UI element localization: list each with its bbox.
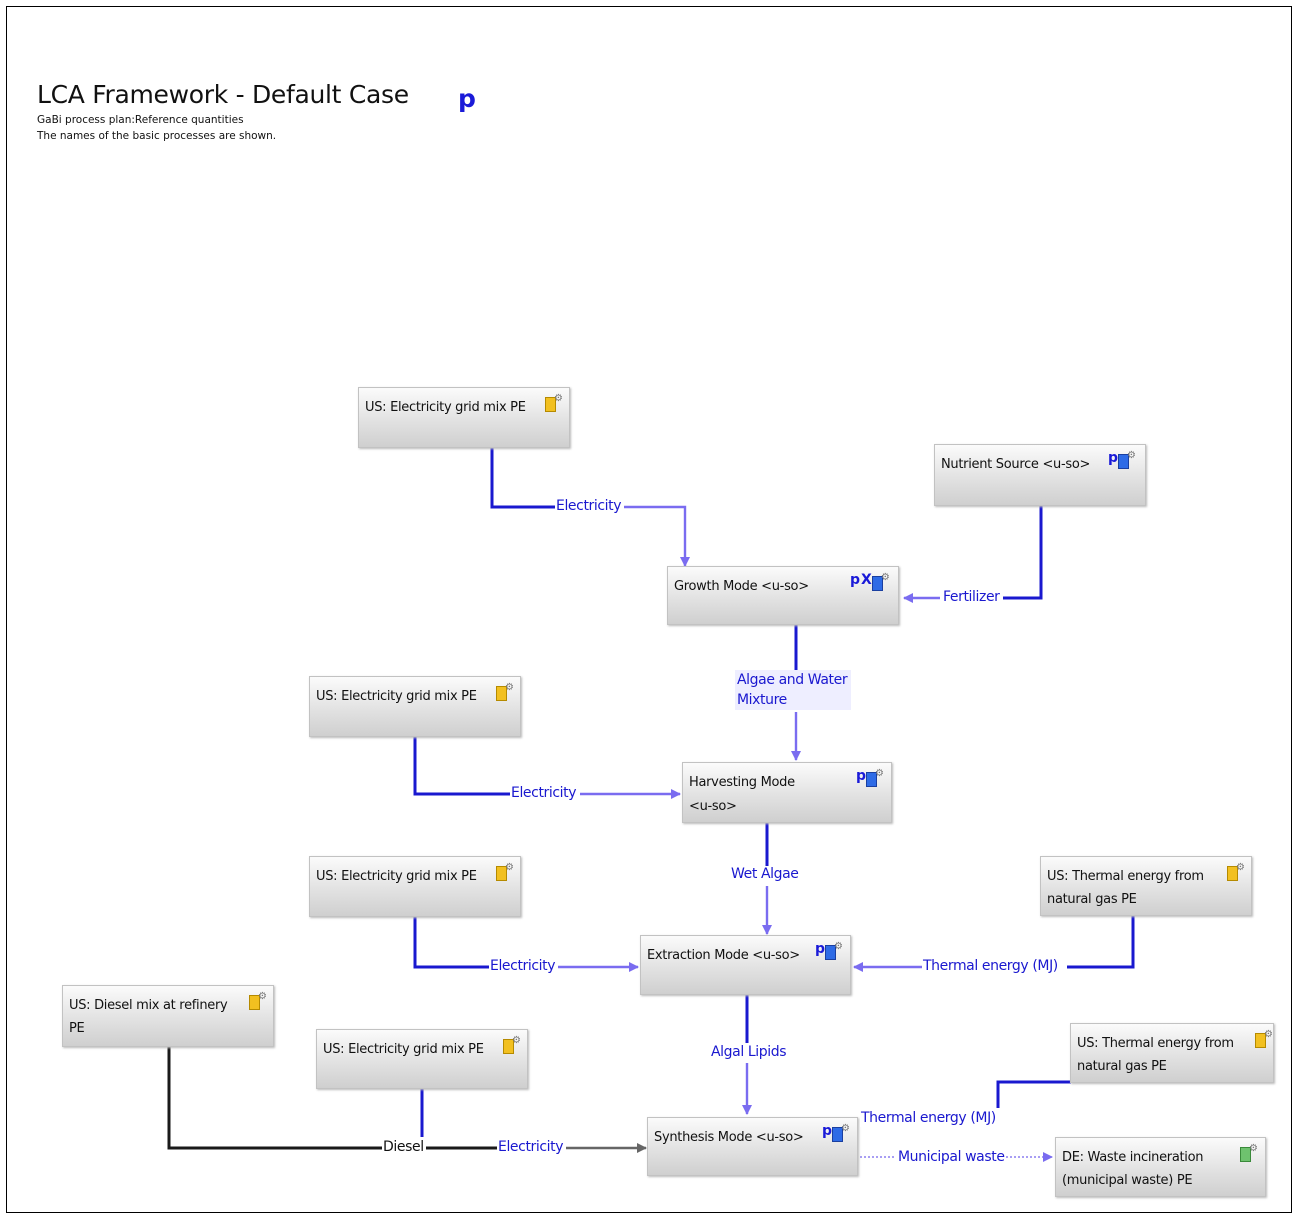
flow-label-wet-algae[interactable]: Wet Algae [730, 866, 800, 883]
process-thermal-energy-2[interactable]: US: Thermal energy from natural gas PE ⚙ [1070, 1023, 1274, 1083]
flow-label-electricity-1[interactable]: Electricity [555, 498, 623, 515]
process-waste-incineration[interactable]: DE: Waste incineration (municipal waste)… [1055, 1137, 1266, 1197]
process-label: US: Thermal energy from natural gas PE [1047, 869, 1204, 907]
flow-label-electricity-4[interactable]: Electricity [497, 1139, 565, 1156]
process-electricity-grid-3[interactable]: US: Electricity grid mix PE ⚙ [309, 856, 521, 917]
process-gear-icon: ⚙ [545, 394, 563, 412]
plan-gear-icon: p⚙ [1108, 451, 1136, 469]
flow-label-algal-lipids[interactable]: Algal Lipids [710, 1044, 788, 1061]
process-diesel-mix[interactable]: US: Diesel mix at refinery PE ⚙ [62, 985, 274, 1047]
process-synthesis-mode[interactable]: Synthesis Mode <u-so> p⚙ [647, 1117, 858, 1176]
process-electricity-grid-2[interactable]: US: Electricity grid mix PE ⚙ [309, 676, 521, 737]
process-label: US: Diesel mix at refinery PE [69, 998, 228, 1036]
diagram-frame [6, 6, 1292, 1213]
flow-label-thermal-energy-2[interactable]: Thermal energy (MJ) [860, 1110, 997, 1127]
process-gear-icon: ⚙ [1240, 1144, 1258, 1162]
process-label: US: Electricity grid mix PE [365, 400, 526, 415]
plan-gear-icon: p⚙ [815, 942, 843, 960]
process-electricity-grid-4[interactable]: US: Electricity grid mix PE ⚙ [316, 1029, 528, 1089]
connector-electricity-2-source [413, 737, 510, 796]
connector-thermal-1-source [1067, 916, 1135, 969]
plan-gear-icon: p⚙ [856, 769, 884, 787]
process-label: US: Electricity grid mix PE [323, 1042, 484, 1057]
flow-label-diesel[interactable]: Diesel [382, 1139, 425, 1156]
process-extraction-mode[interactable]: Extraction Mode <u-so> p⚙ [640, 935, 851, 995]
process-gear-icon: ⚙ [1227, 863, 1245, 881]
flow-label-electricity-3[interactable]: Electricity [489, 958, 557, 975]
connector-diesel-source [167, 1047, 382, 1150]
process-gear-icon: ⚙ [1255, 1030, 1273, 1048]
subtitle-names: The names of the basic processes are sho… [37, 130, 277, 142]
connector-electricity-3-source [413, 917, 490, 969]
process-gear-icon: ⚙ [249, 992, 267, 1010]
process-electricity-grid-1[interactable]: US: Electricity grid mix PE ⚙ [358, 387, 570, 448]
process-label: DE: Waste incineration (municipal waste)… [1062, 1150, 1204, 1188]
process-thermal-energy-1[interactable]: US: Thermal energy from natural gas PE ⚙ [1040, 856, 1252, 916]
process-gear-icon: ⚙ [496, 863, 514, 881]
process-nutrient-source[interactable]: Nutrient Source <u-so> p⚙ [934, 444, 1146, 506]
connector-fertilizer-source [1003, 506, 1043, 600]
flow-label-thermal-energy-1[interactable]: Thermal energy (MJ) [922, 958, 1059, 975]
process-label: Synthesis Mode <u-so> [654, 1130, 804, 1145]
flow-label-algae-water[interactable]: Algae and Water Mixture [735, 670, 852, 710]
flow-label-municipal-waste[interactable]: Municipal waste [897, 1149, 1006, 1166]
process-label: US: Thermal energy from natural gas PE [1077, 1036, 1234, 1074]
process-label: Extraction Mode <u-so> [647, 948, 800, 963]
connector-electricity-1-target [624, 505, 690, 567]
process-gear-icon: ⚙ [503, 1036, 521, 1054]
process-label: Growth Mode <u-so> [674, 579, 809, 594]
process-label: Nutrient Source <u-so> [941, 457, 1091, 472]
subtitle-reference: GaBi process plan:Reference quantities [37, 114, 244, 126]
connector-thermal-2-source [996, 1080, 1071, 1108]
plan-marker: p [458, 84, 476, 113]
flow-label-fertilizer[interactable]: Fertilizer [942, 589, 1001, 606]
process-label: US: Electricity grid mix PE [316, 689, 477, 704]
plan-gear-icon: p⚙ [822, 1124, 850, 1142]
process-label: Harvesting Mode <u-so> [689, 775, 795, 814]
connector-electricity-1-source [490, 448, 556, 509]
process-gear-icon: ⚙ [496, 683, 514, 701]
process-label: US: Electricity grid mix PE [316, 869, 477, 884]
flow-label-electricity-2[interactable]: Electricity [510, 785, 578, 802]
process-harvesting-mode[interactable]: Harvesting Mode <u-so> p⚙ [682, 762, 892, 823]
page-title: LCA Framework - Default Case [37, 80, 409, 109]
